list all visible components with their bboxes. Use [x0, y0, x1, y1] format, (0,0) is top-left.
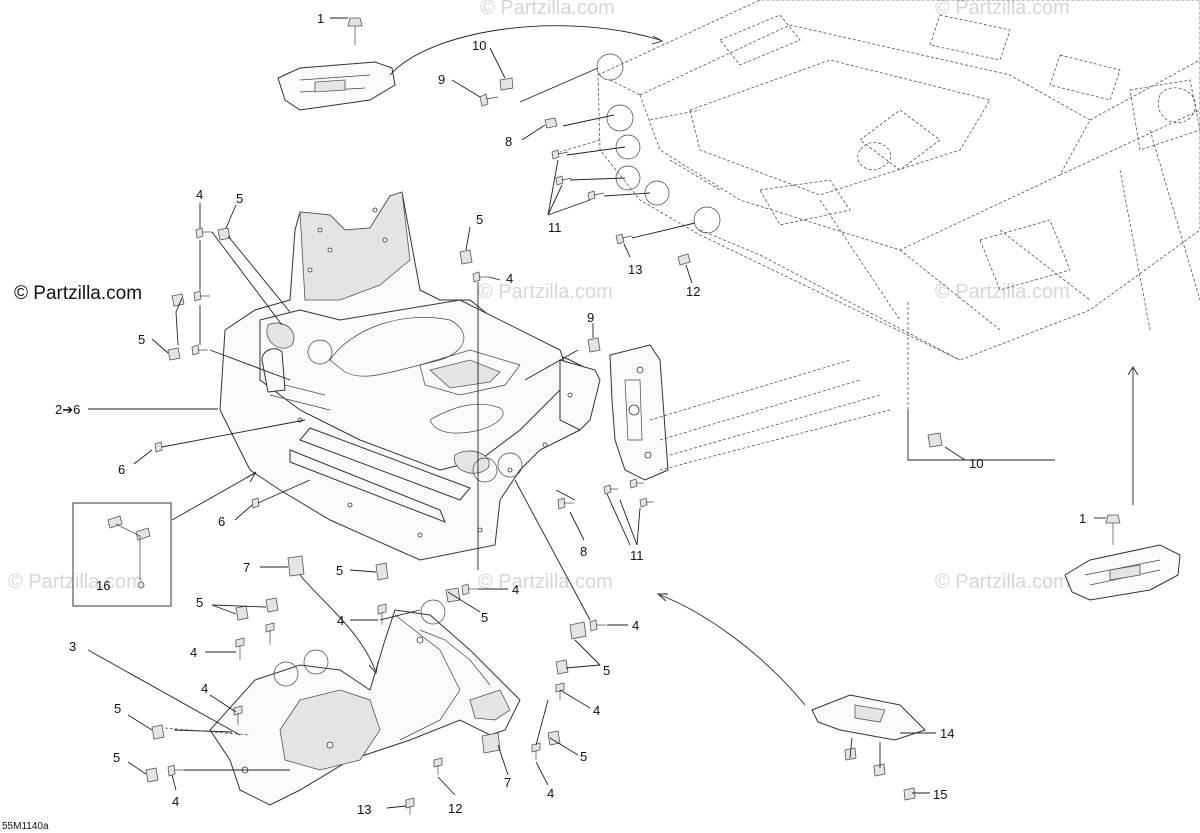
callout-14: 14 — [940, 726, 954, 741]
drawing-code: 55M1140a — [2, 821, 49, 832]
skid-plate-right — [1064, 544, 1181, 601]
callout-9: 9 — [587, 310, 594, 325]
callout-1: 1 — [1079, 511, 1086, 526]
front-support-bracket — [219, 191, 601, 561]
watermark: © Partzilla.com — [935, 0, 1070, 19]
callout-5: 5 — [476, 212, 483, 227]
watermark: © Partzilla.com — [478, 571, 613, 593]
callout-7: 7 — [504, 775, 511, 790]
callout-8: 8 — [580, 544, 587, 559]
callout-4: 4 — [512, 582, 519, 597]
callout-15: 15 — [933, 787, 947, 802]
callout-5: 5 — [113, 750, 120, 765]
detail-inset-box — [72, 502, 172, 607]
callout-9: 9 — [438, 72, 445, 87]
lower-support — [209, 599, 521, 806]
callout-4: 4 — [547, 786, 554, 801]
callout-labels: 1 10 9 8 11 13 12 4 5 5 5 4 2➔6 6 6 16 7… — [55, 11, 1086, 817]
callout-1: 1 — [317, 11, 324, 26]
callout-10: 10 — [969, 456, 983, 471]
callout-4: 4 — [632, 618, 639, 633]
callout-5: 5 — [236, 191, 243, 206]
callout-4: 4 — [506, 271, 513, 286]
callout-5: 5 — [603, 663, 610, 678]
callout-5: 5 — [114, 701, 121, 716]
callout-12: 12 — [686, 284, 700, 299]
callout-6: 6 — [118, 462, 125, 477]
callout-10: 10 — [472, 38, 486, 53]
callout-7: 7 — [243, 560, 250, 575]
callout-4: 4 — [593, 703, 600, 718]
rivet-detail — [107, 515, 151, 589]
leader-lines — [87, 17, 1139, 809]
watermark: © Partzilla.com — [480, 0, 615, 19]
small-bracket — [811, 694, 926, 741]
side-plate — [609, 344, 669, 481]
callout-4: 4 — [196, 187, 203, 202]
callout-2-6: 2➔6 — [55, 402, 80, 417]
callout-3: 3 — [69, 639, 76, 654]
watermark: © Partzilla.com — [935, 281, 1070, 303]
brand-watermark: © Partzilla.com — [14, 283, 142, 304]
watermark: © Partzilla.com — [8, 571, 143, 593]
callout-5: 5 — [481, 610, 488, 625]
frame-assembly — [596, 0, 1200, 361]
callout-5: 5 — [336, 563, 343, 578]
callout-11: 11 — [630, 548, 644, 563]
callout-16: 16 — [96, 578, 110, 593]
callout-4: 4 — [201, 681, 208, 696]
callout-5: 5 — [580, 749, 587, 764]
callout-4: 4 — [172, 794, 179, 809]
callout-5: 5 — [138, 332, 145, 347]
callout-6: 6 — [218, 514, 225, 529]
callout-4: 4 — [190, 645, 197, 660]
callout-8: 8 — [505, 134, 512, 149]
watermark-layer: © Partzilla.com © Partzilla.com © Partzi… — [8, 0, 1070, 593]
callout-11: 11 — [548, 220, 562, 235]
callout-13: 13 — [628, 262, 642, 277]
callout-13: 13 — [357, 802, 371, 817]
callout-5: 5 — [196, 595, 203, 610]
skid-plate-top — [277, 61, 396, 111]
callout-4: 4 — [337, 613, 344, 628]
fasteners — [145, 17, 1121, 815]
watermark: © Partzilla.com — [935, 571, 1070, 593]
watermark: © Partzilla.com — [478, 281, 613, 303]
callout-12: 12 — [448, 801, 462, 816]
